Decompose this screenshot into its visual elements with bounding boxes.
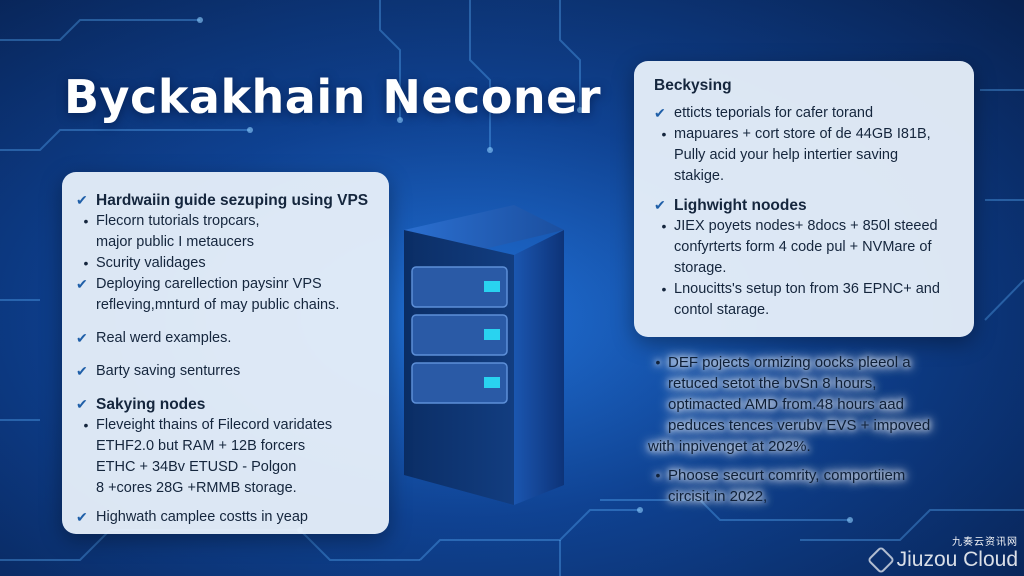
- list-item: Pully acid your help intertier saving: [674, 147, 899, 163]
- list-item: • Fleveight thains of Filecord varidates: [76, 415, 375, 436]
- list-item: contol starage.: [674, 302, 770, 318]
- panel-heading: Beckysing: [654, 77, 732, 94]
- list-item: storage.: [674, 260, 727, 276]
- list-item: • Flecorn tutorials tropcars,: [76, 211, 375, 232]
- list-item: ✔ Hardwaiin guide sezuping using VPS: [76, 192, 369, 209]
- list-item: stakige.: [674, 168, 724, 184]
- list-item: ETHC + 34Bv ETUSD - Polgon: [96, 459, 297, 475]
- bullet-icon: •: [655, 354, 661, 370]
- watermark: 九奏云资讯网 Jiuzou Cloud: [866, 533, 1018, 575]
- list-item: confyrterts form 4 code pul + NVMare of: [674, 239, 932, 255]
- check-icon: ✔: [76, 396, 88, 412]
- list-item: ✔ etticts teporials for cafer torand: [654, 103, 958, 124]
- check-icon: ✔: [654, 105, 666, 121]
- list-item: circisit in 2022,: [668, 488, 768, 505]
- check-icon: ✔: [76, 276, 88, 292]
- list-item: refleving,mnturd of may public chains.: [96, 297, 340, 313]
- list-item: ✔ Real werd examples.: [76, 328, 375, 349]
- bullet-icon: •: [661, 218, 667, 234]
- right-info-panel: Beckysing ✔ etticts teporials for cafer …: [634, 61, 974, 337]
- list-item: ✔ Highwath camplee costts in yeap: [76, 507, 375, 528]
- list-item: optimacted AMD from.48 hours aad: [668, 396, 904, 413]
- server-icon: [404, 205, 564, 505]
- list-item: ✔ Sakying nodes: [76, 396, 206, 413]
- list-item: • Scurity validages: [76, 253, 375, 274]
- page-title: Byckakhain Neconer: [64, 70, 602, 124]
- list-item: • DEF pojects ormizing oocks pleeol a: [648, 352, 978, 373]
- check-icon: ✔: [76, 509, 88, 525]
- bullet-icon: •: [661, 126, 667, 142]
- list-item: 8 +cores 28G +RMMB storage.: [96, 480, 297, 496]
- bullet-icon: •: [83, 213, 89, 229]
- bullet-icon: •: [83, 255, 89, 271]
- list-item: ✔ Lighwight noodes: [654, 197, 807, 214]
- check-icon: ✔: [654, 197, 666, 213]
- list-item: • Phoose securt comrity, comportiiem: [648, 465, 978, 486]
- bullet-icon: •: [83, 417, 89, 433]
- list-item: ✔ Barty saving senturres: [76, 361, 375, 382]
- list-item: • JIEX poyets nodes+ 8docs + 850l steeed: [654, 216, 958, 237]
- list-item: ETHF2.0 but RAM + 12B forcers: [96, 438, 306, 454]
- list-item: • mapuares + cort store of de 44GB I81B,: [654, 124, 958, 145]
- list-item: retuced setot the bvSn 8 hours,: [668, 375, 877, 392]
- check-icon: ✔: [76, 330, 88, 346]
- highlight-text-block: • DEF pojects ormizing oocks pleeol a re…: [648, 352, 978, 507]
- list-item: • Lnoucitts's setup ton from 36 EPNC+ an…: [654, 279, 958, 300]
- bullet-icon: •: [655, 467, 661, 483]
- list-item: ✔ Deploying carellection paysinr VPS: [76, 274, 375, 295]
- check-icon: ✔: [76, 363, 88, 379]
- list-item: major public I metaucers: [96, 234, 254, 250]
- watermark-cn-text: 九奏云资讯网: [952, 537, 1018, 548]
- left-info-panel: ✔ Hardwaiin guide sezuping using VPS • F…: [62, 172, 389, 534]
- list-item: peduces tences verubv EVS + impoved: [668, 417, 931, 434]
- list-item: with inpivenget at 202%.: [648, 438, 811, 455]
- watermark-brand: Jiuzou Cloud: [866, 545, 1018, 575]
- check-icon: ✔: [76, 192, 88, 208]
- jiuzou-logo-icon: [866, 545, 895, 575]
- server-drive-bays: [411, 266, 508, 404]
- bullet-icon: •: [661, 281, 667, 297]
